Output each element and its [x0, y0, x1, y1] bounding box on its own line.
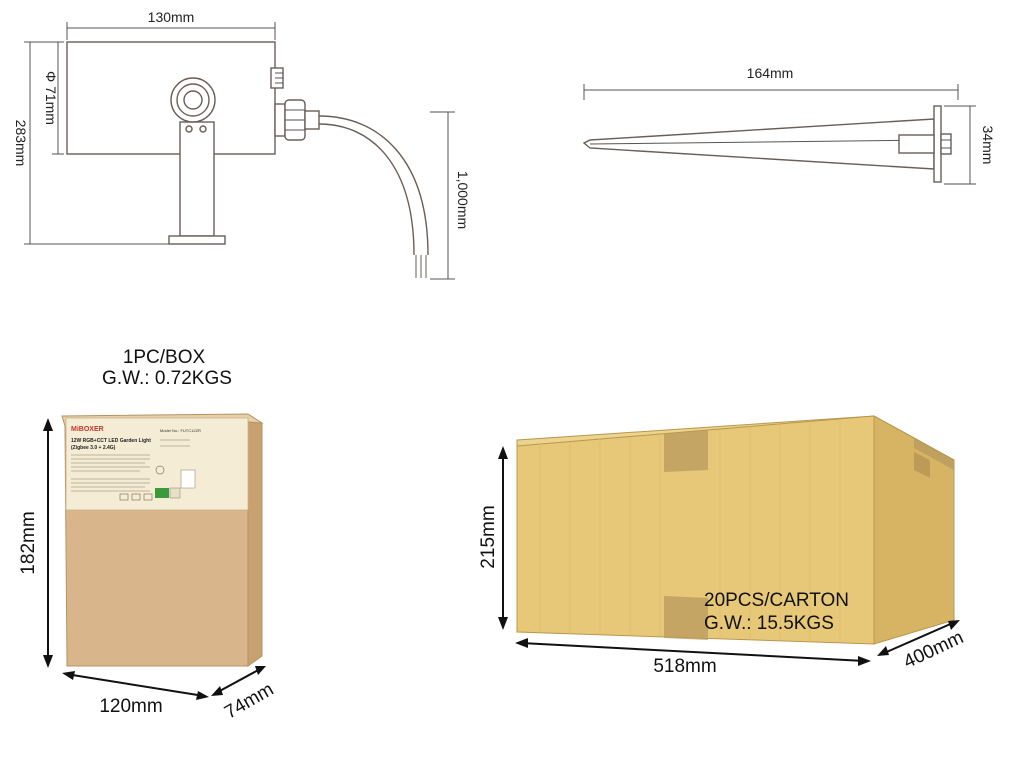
box-height-label: 182mm: [18, 511, 39, 574]
front-view: 130mm 1,000mm: [13, 9, 471, 280]
lens-inner: [183, 90, 203, 110]
box-label-energy: [180, 469, 196, 489]
cable-length-label: 1,000mm: [455, 171, 471, 229]
screw-hole-left: [185, 125, 193, 133]
lens-diameter-label: Φ 71mm: [43, 71, 59, 125]
carton-depth-arrow: [881, 621, 956, 655]
box-width-arrow: [65, 673, 205, 697]
box-label-model: Model No.: FUTC12ZR: [160, 428, 201, 433]
box-label-title: 12W RGB+CCT LED Garden Light: [71, 438, 151, 444]
carton-tape-bottom: [664, 596, 708, 640]
carton-corrugation: [539, 419, 841, 643]
box-width-label: 120mm: [99, 696, 162, 717]
box-label-qr: [169, 487, 181, 499]
box-qty-label: 1PC/BOX: [123, 347, 206, 368]
box-label-text-lines: [71, 439, 190, 492]
box-label-brand: MiBOXER: [71, 426, 104, 433]
spike-blade: [582, 118, 935, 170]
spike-length-label: 164mm: [747, 65, 794, 81]
box-weight-label: G.W.: 0.72KGS: [102, 368, 232, 389]
gland-nut: [274, 103, 286, 137]
carton-qty-label: 20PCS/CARTON: [704, 590, 849, 611]
carton: 20PCS/CARTON G.W.: 15.5KGS 215mm 518mm 4…: [478, 415, 967, 677]
carton-tape-side: [914, 438, 954, 470]
front-width-label: 130mm: [148, 9, 195, 25]
spike-flange: [933, 105, 942, 183]
cable-outer-top: [318, 115, 429, 256]
box-label-green-badge: [155, 488, 169, 498]
bolt-head: [940, 133, 952, 155]
box-label-subtitle: (Zigbee 3.0 + 2.4G): [71, 445, 116, 451]
box-depth-arrow: [215, 667, 263, 694]
carton-tape-top: [664, 430, 708, 472]
box-side-face: [247, 421, 263, 667]
screw-hole-right: [199, 125, 207, 133]
total-height-label: 283mm: [13, 120, 29, 167]
box-label-icons: [119, 465, 165, 501]
cable-outer-bottom: [318, 123, 415, 256]
single-box: 1PC/BOX G.W.: 0.72KGS MiBOXER 12W RGB+CC…: [18, 347, 277, 724]
cable-strain-relief: [304, 110, 320, 130]
carton-width-label: 518mm: [653, 656, 716, 677]
bolt-housing: [898, 134, 935, 154]
mount-base: [168, 235, 226, 245]
carton-depth-label: 400mm: [901, 627, 967, 673]
carton-height-label: 215mm: [478, 505, 499, 568]
carton-width-arrow: [520, 642, 866, 662]
spike-view: 164mm 34mm: [582, 65, 996, 185]
flange-size-label: 34mm: [980, 126, 996, 165]
mount-post: [179, 121, 215, 237]
carton-weight-label: G.W.: 15.5KGS: [704, 613, 834, 634]
carton-tape-side-2: [914, 452, 930, 478]
carton-side-face: [873, 415, 955, 645]
